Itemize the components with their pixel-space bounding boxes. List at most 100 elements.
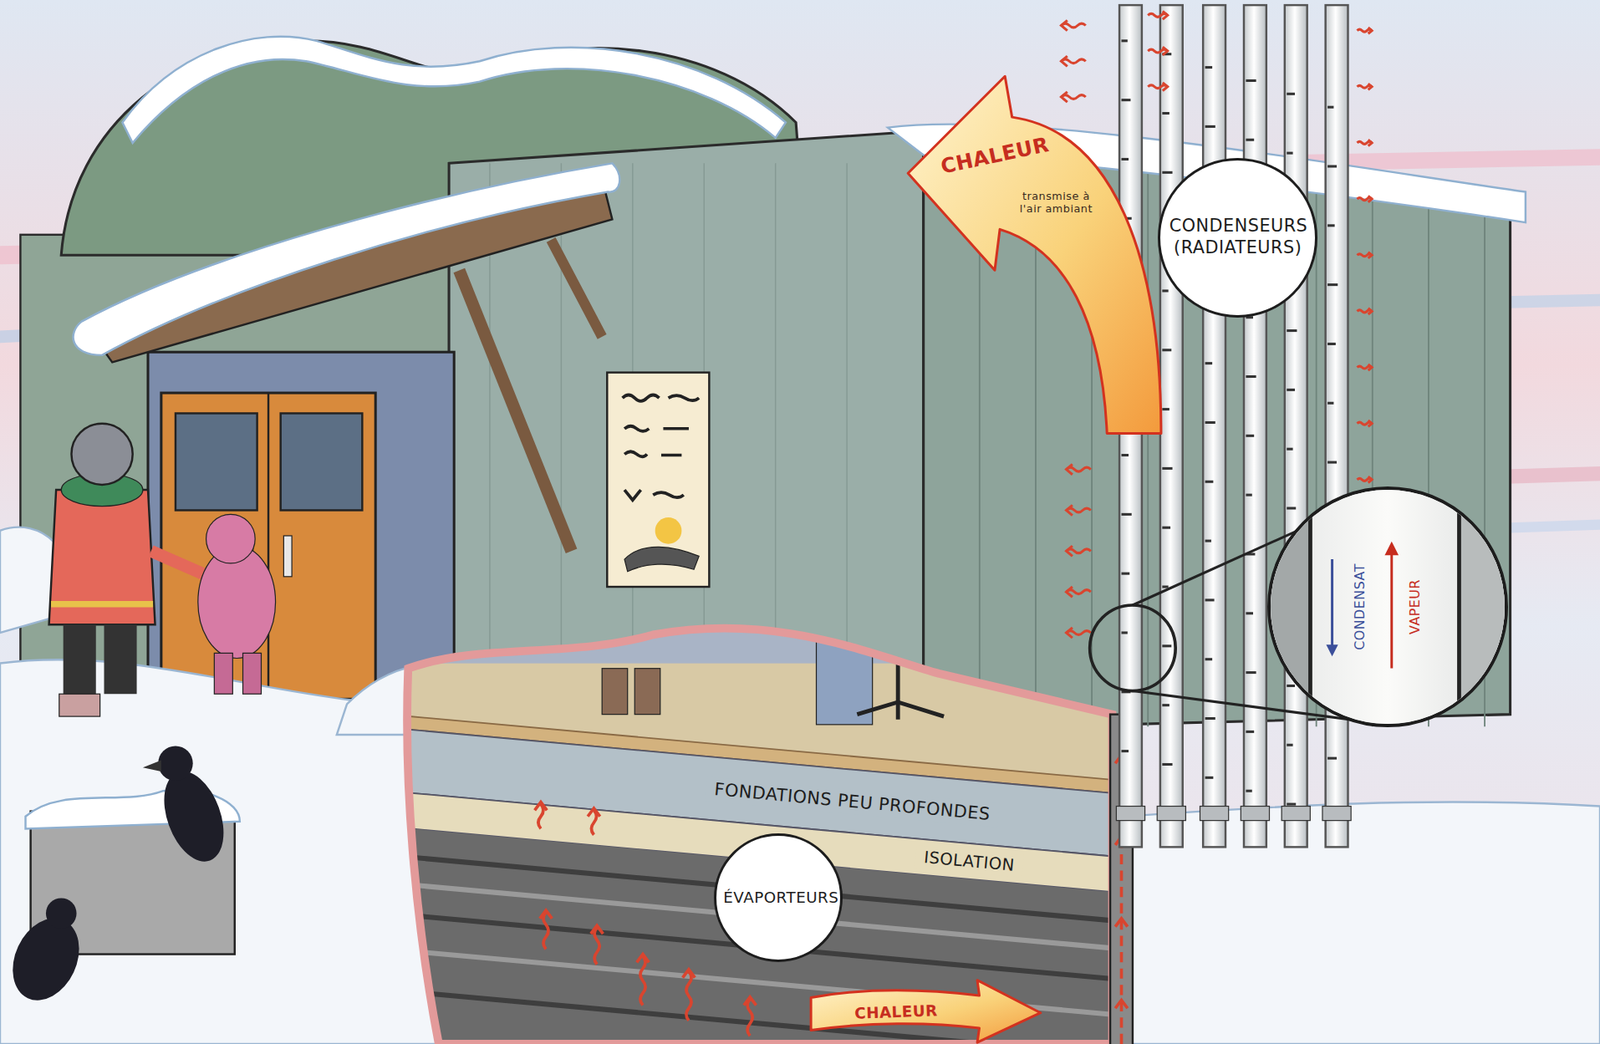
birch-mark	[1286, 388, 1295, 392]
pipe-fitting	[1240, 806, 1269, 821]
door-split	[267, 392, 270, 699]
birch-mark	[1121, 572, 1131, 576]
parka	[49, 489, 156, 625]
child-leg	[214, 652, 233, 694]
chair-post	[896, 643, 901, 704]
birch-mark	[1327, 757, 1337, 760]
heat-mark-head	[1162, 10, 1168, 20]
circle-label: ÉVAPORTEURS	[723, 888, 834, 908]
birch-mark	[1161, 644, 1172, 648]
heat-mark-head	[1368, 252, 1372, 259]
birch-mark	[1286, 92, 1295, 96]
heat-mark-head	[1368, 364, 1372, 371]
pipe-fitting	[1281, 806, 1310, 821]
condenser-pipe	[1160, 5, 1183, 847]
cutout-edge	[407, 628, 1112, 1044]
heat-wave-head	[591, 925, 604, 934]
birch-mark	[1205, 480, 1214, 484]
roof-brace	[458, 270, 571, 552]
pipe-fitting	[1322, 806, 1351, 821]
arrow-shape	[897, 61, 1166, 439]
heat-wave	[686, 971, 692, 1021]
vapour-head	[1385, 541, 1400, 556]
parka-trim	[50, 601, 153, 607]
birch-mark	[1121, 157, 1130, 161]
poster-sun	[655, 517, 683, 545]
birch-mark	[1245, 494, 1252, 497]
siding-line	[774, 163, 776, 704]
birch-mark	[1205, 598, 1215, 602]
boot	[601, 668, 628, 715]
pipe-fitting	[1115, 806, 1145, 821]
birch-mark	[1245, 79, 1256, 82]
heat-wave-head	[682, 969, 696, 979]
door-window	[280, 412, 363, 510]
leg	[104, 624, 138, 694]
birch-mark	[1286, 803, 1296, 806]
heat-mark-head	[1368, 476, 1372, 483]
birch-mark	[1286, 448, 1293, 451]
siding-line	[560, 163, 562, 704]
heat-mark-head	[1368, 83, 1372, 90]
birch-mark	[1161, 348, 1172, 352]
helmet	[71, 423, 133, 485]
birch-mark	[1245, 611, 1254, 615]
arrow-label: transmise à l'air ambiant	[1015, 188, 1098, 215]
interior-floor	[387, 601, 1123, 1044]
zoom-spot	[1090, 605, 1177, 692]
birch-mark	[1245, 375, 1256, 378]
poster-scribble	[622, 394, 700, 401]
heat-mark-head	[1060, 20, 1067, 31]
leg	[63, 624, 97, 702]
vapour-arrow	[1390, 551, 1393, 669]
birch-mark	[1161, 703, 1170, 707]
arrow-outline	[907, 76, 1162, 434]
heat-arrow: CHALEUR	[805, 977, 1046, 1044]
heat-mark-head	[1368, 195, 1372, 202]
birch-mark	[1205, 657, 1213, 661]
condenser-pipe	[1243, 5, 1267, 847]
circle-label: CONDENSEURS (RADIATEURS)	[1169, 215, 1307, 260]
door-window	[175, 412, 258, 510]
raven-beak	[142, 760, 162, 772]
child-head	[206, 514, 256, 564]
birch-mark	[1161, 467, 1172, 470]
birch-mark	[1245, 730, 1254, 734]
pipe-section	[1270, 489, 1505, 724]
chair-seat	[867, 627, 929, 645]
birch-mark	[1121, 98, 1132, 102]
poster-scribble	[624, 489, 684, 500]
birch-mark	[1327, 461, 1337, 464]
heat-mark-head	[1368, 308, 1372, 315]
heat-mark-head	[1066, 586, 1073, 597]
boot	[634, 668, 661, 715]
soil	[387, 826, 1123, 1044]
birch-mark	[1205, 421, 1216, 424]
pipe-fitting	[1200, 806, 1229, 821]
birch-mark	[1121, 39, 1128, 42]
heat-mark-head	[1368, 27, 1372, 34]
birch-mark	[1161, 585, 1168, 589]
heat-wave-head	[587, 808, 601, 817]
arrow-label: CHALEUR	[854, 1001, 938, 1023]
poster-figure	[624, 546, 699, 571]
poster-scribble	[624, 426, 689, 432]
door-handle	[283, 535, 292, 577]
birch-mark	[1327, 402, 1334, 405]
ground-cutout	[387, 601, 1123, 1044]
birch-mark	[1205, 776, 1214, 780]
heat-wave-head	[636, 954, 650, 964]
pipe-inside	[1270, 489, 1505, 724]
holding-arm	[151, 550, 210, 577]
heat-wave	[594, 927, 600, 965]
flow-label: VAPEUR	[1407, 579, 1424, 635]
birch-mark	[1205, 361, 1213, 365]
flow-head	[1115, 1000, 1128, 1009]
birch-mark	[1121, 513, 1132, 516]
child-leg	[243, 652, 262, 694]
birch-mark	[1245, 671, 1256, 674]
boot	[59, 693, 101, 717]
birch-mark	[1327, 283, 1338, 286]
